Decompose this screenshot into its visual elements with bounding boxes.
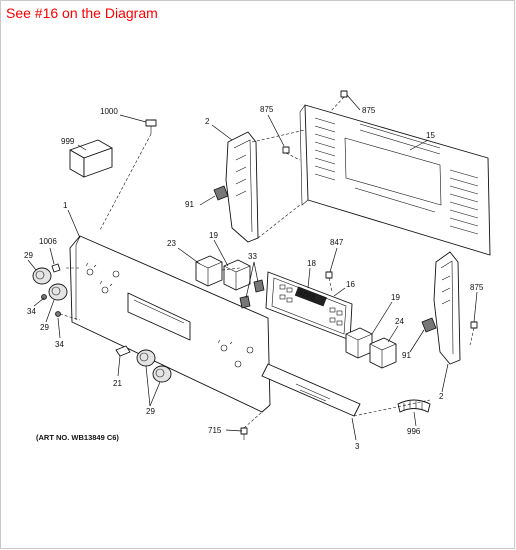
callout-34-lower: 34 bbox=[55, 340, 64, 349]
art-number: (ART NO. WB13849 C6) bbox=[36, 433, 119, 442]
callout-996: 996 bbox=[407, 427, 421, 436]
digital-display bbox=[294, 286, 327, 307]
trim-strip-3 bbox=[261, 363, 361, 417]
callout-999: 999 bbox=[61, 137, 75, 146]
switch-24 bbox=[369, 337, 397, 369]
callout-19-upper: 19 bbox=[209, 231, 218, 240]
callout-2-top: 2 bbox=[205, 117, 210, 126]
display-board-18: 8888 bbox=[265, 271, 353, 341]
callout-875-right: 875 bbox=[470, 283, 484, 292]
callout-715: 715 bbox=[208, 426, 222, 435]
diagram-heading: See #16 on the Diagram bbox=[6, 5, 158, 21]
callout-33: 33 bbox=[248, 252, 257, 261]
callout-1006: 1006 bbox=[39, 237, 57, 246]
rear-bracket-panel-15 bbox=[299, 104, 491, 256]
callout-91-left: 91 bbox=[185, 200, 194, 209]
callout-29-left: 29 bbox=[24, 251, 33, 260]
switch-23 bbox=[195, 255, 223, 287]
callout-labels: 1000 999 1 1006 29 34 29 34 2 875 875 15… bbox=[24, 105, 484, 451]
callout-16: 16 bbox=[346, 280, 355, 289]
callout-18: 18 bbox=[307, 259, 316, 268]
callout-91-right: 91 bbox=[402, 351, 411, 360]
clips-33 bbox=[239, 279, 265, 309]
callout-1: 1 bbox=[63, 201, 68, 210]
callout-23: 23 bbox=[167, 239, 176, 248]
callout-34-upper: 34 bbox=[27, 307, 36, 316]
knobs-left bbox=[32, 263, 68, 317]
callout-19-right: 19 bbox=[391, 293, 400, 302]
spring-clip-996 bbox=[397, 399, 431, 413]
callout-875-top: 875 bbox=[362, 106, 376, 115]
leader-lines bbox=[27, 94, 478, 441]
side-bracket-2-left bbox=[213, 131, 259, 243]
callout-847: 847 bbox=[330, 238, 344, 247]
callout-29-bottom: 29 bbox=[146, 407, 155, 416]
switch-19-upper bbox=[223, 259, 251, 291]
callout-24: 24 bbox=[395, 317, 404, 326]
callout-15: 15 bbox=[426, 131, 435, 140]
callout-2-right: 2 bbox=[439, 392, 444, 401]
knobs-bottom bbox=[115, 345, 172, 383]
callout-29-lower: 29 bbox=[40, 323, 49, 332]
screw-1000 bbox=[145, 119, 157, 134]
control-panel-1 bbox=[69, 235, 271, 413]
callout-875-left: 875 bbox=[260, 105, 274, 114]
callout-1000: 1000 bbox=[100, 107, 118, 116]
screws bbox=[240, 90, 478, 440]
callout-21: 21 bbox=[113, 379, 122, 388]
switch-19-right bbox=[345, 327, 373, 359]
callout-3: 3 bbox=[355, 442, 360, 451]
side-bracket-2-right bbox=[421, 251, 461, 365]
box-part-999 bbox=[69, 139, 113, 178]
